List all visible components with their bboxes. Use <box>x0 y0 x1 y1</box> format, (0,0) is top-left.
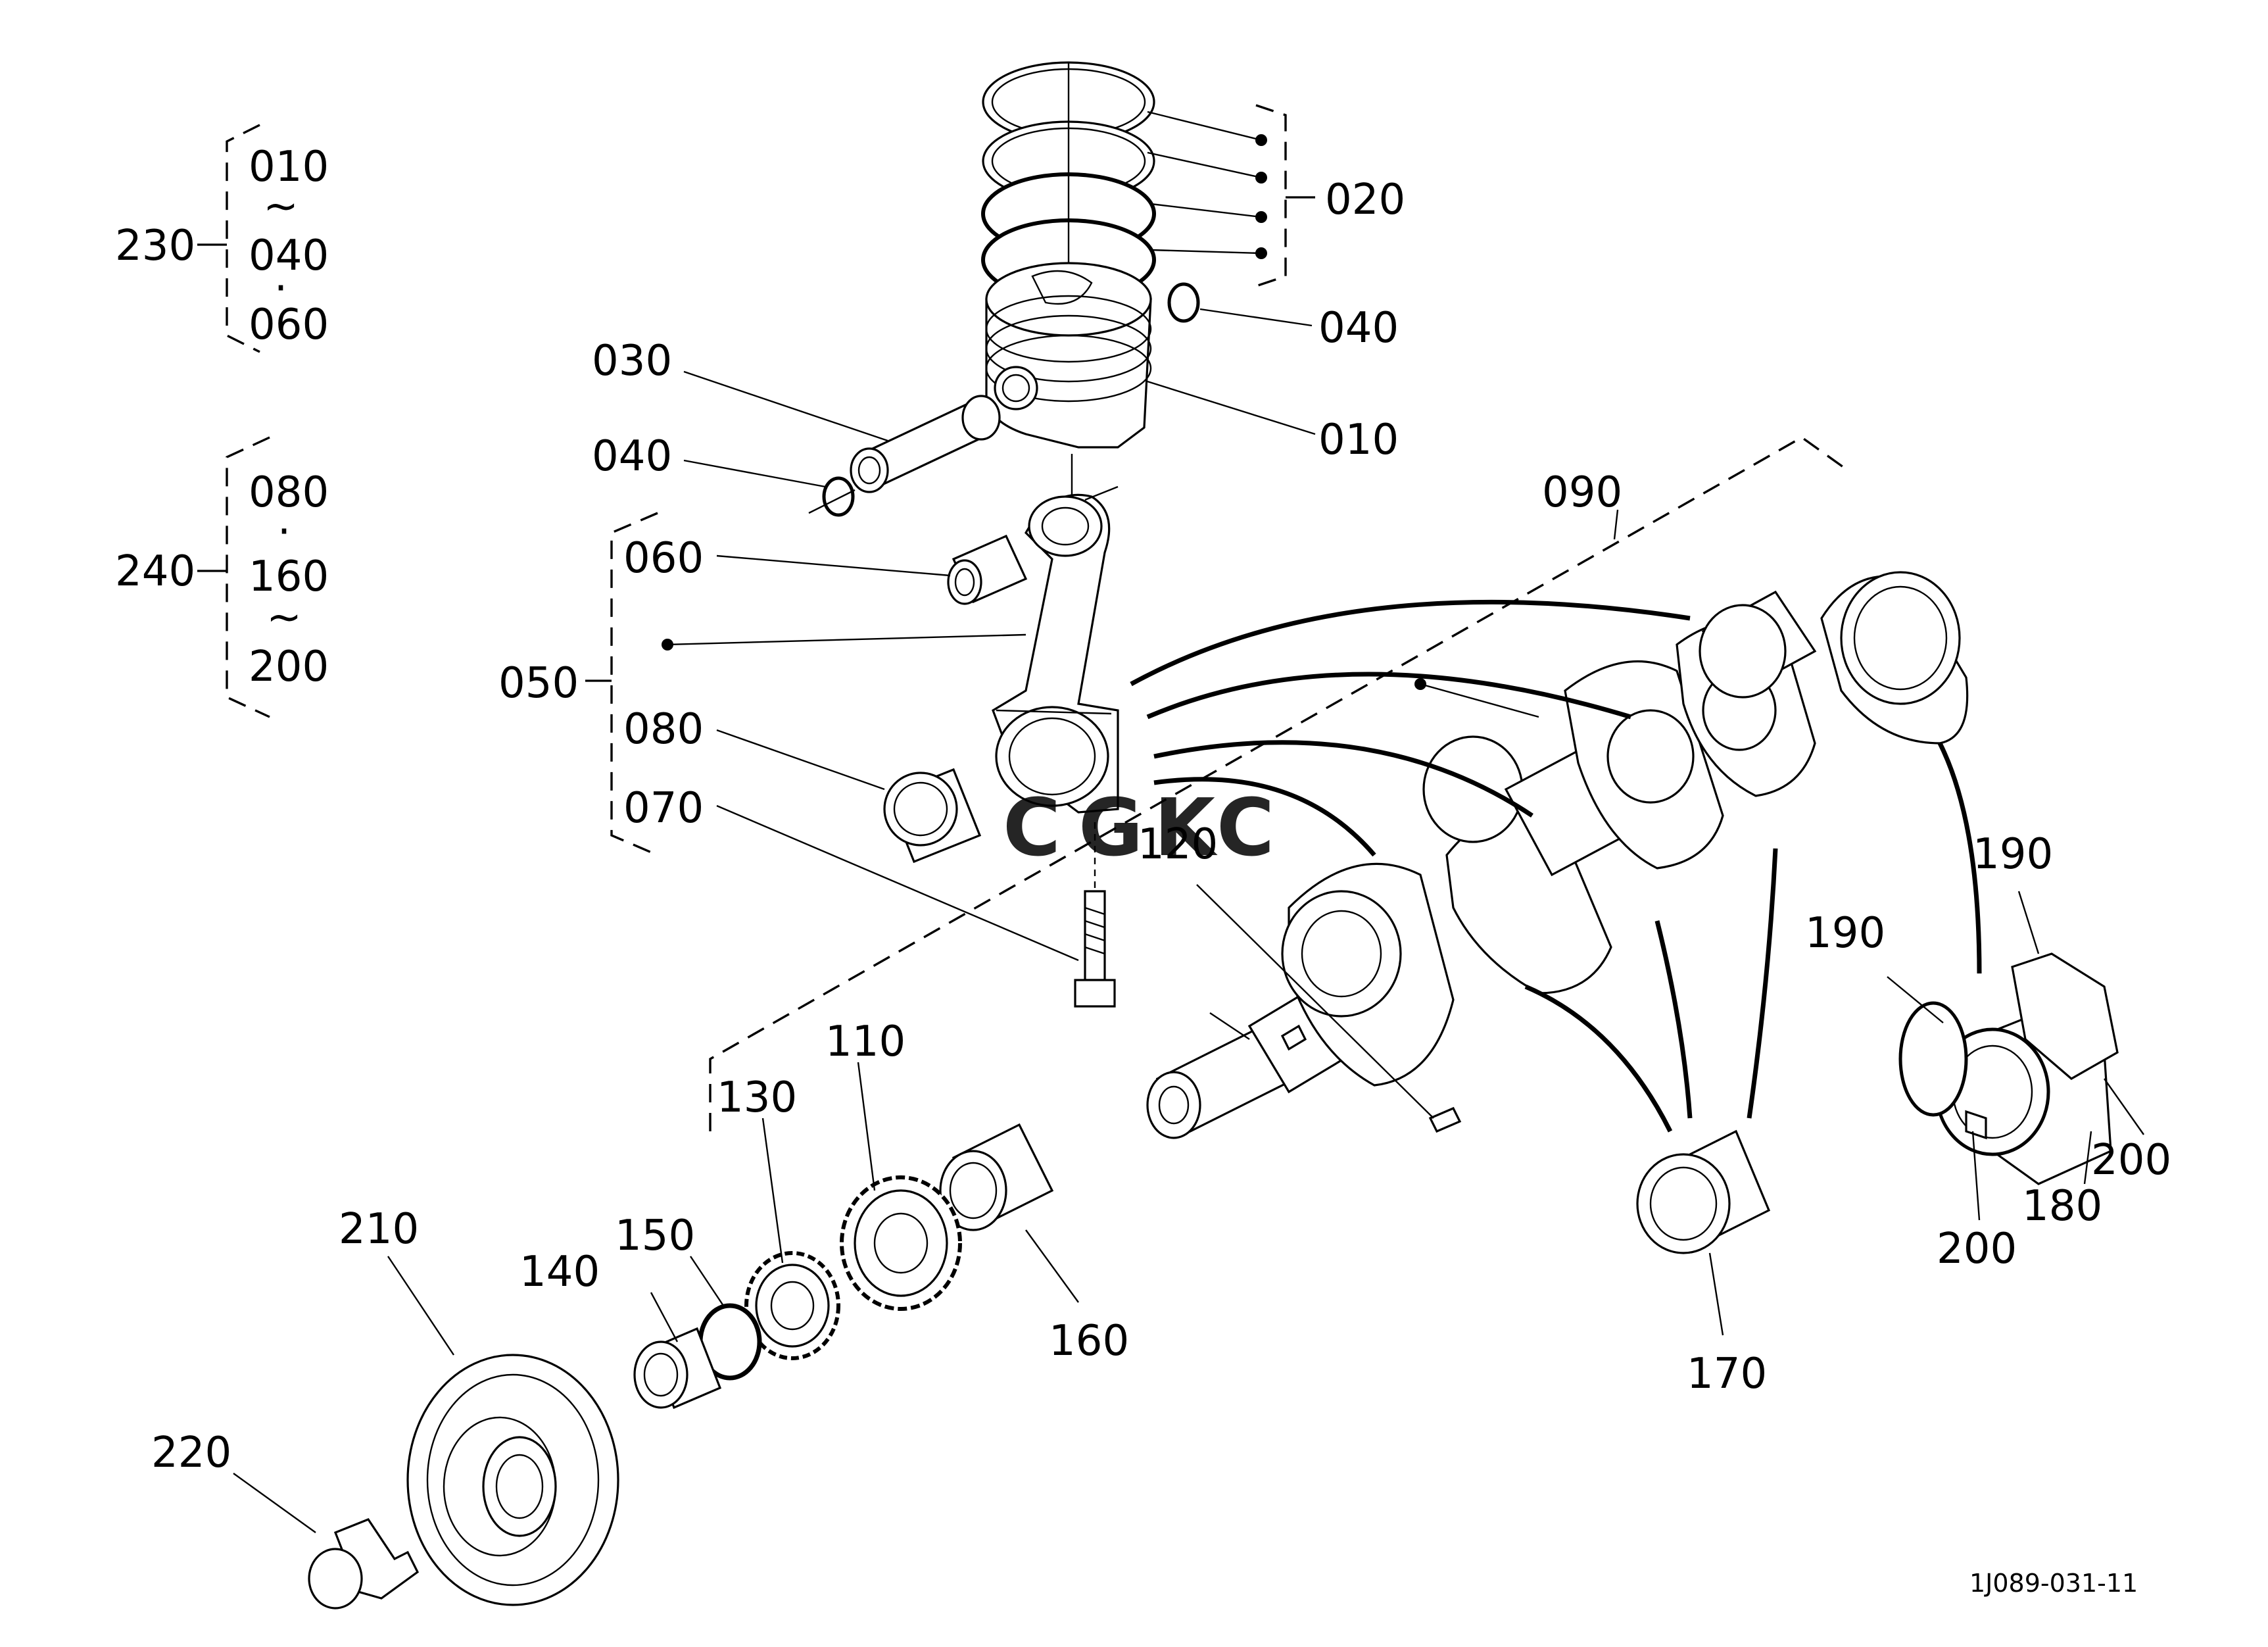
callout-120: 120 <box>1138 820 1218 869</box>
set-230-label: 230 <box>115 222 195 270</box>
set-230-from: 010 <box>249 143 329 191</box>
pulley-210 <box>406 1354 619 1606</box>
set-230-range-mark: ~ <box>263 182 299 231</box>
piston-pin <box>850 395 1001 493</box>
set-230-to: 040 <box>249 232 329 280</box>
figure-code: 1J089-031-11 <box>1969 1569 2138 1598</box>
leader-lines <box>233 308 2144 1533</box>
piston-rings <box>981 61 1156 301</box>
watermark-letter-1: C <box>1003 783 1061 874</box>
callout-020: 020 <box>1325 176 1405 224</box>
callout-070: 070 <box>623 784 704 833</box>
callout-080: 080 <box>623 705 704 754</box>
callout-200-left: 200 <box>1937 1225 2017 1273</box>
set-230-extra: 060 <box>249 301 329 349</box>
callout-190-left: 190 <box>1805 909 1885 958</box>
callout-170: 170 <box>1687 1350 1767 1398</box>
callout-190-right: 190 <box>1973 830 2053 879</box>
main-bearing-170 <box>1636 1129 1771 1254</box>
callout-140: 140 <box>519 1248 600 1296</box>
assembly-arrows <box>1130 599 1982 1133</box>
callout-200-right: 200 <box>2091 1136 2171 1185</box>
callout-220: 220 <box>151 1429 231 1477</box>
bolt-220 <box>308 1518 420 1610</box>
callout-010: 010 <box>1318 416 1399 464</box>
set-240-to: 160 <box>249 553 329 601</box>
ring-leader-lines <box>1147 104 1315 287</box>
callout-150: 150 <box>615 1212 695 1260</box>
set-240-bracket: 240 080 · 160 ~ 200 <box>115 436 329 718</box>
rod-bearing <box>883 768 982 864</box>
bushing-160 <box>939 1123 1054 1231</box>
callout-030: 030 <box>592 337 672 385</box>
callout-130: 130 <box>717 1073 797 1122</box>
bearing-case-assembly <box>1898 952 2119 1185</box>
gear-110 <box>840 1175 962 1311</box>
crankshaft <box>1146 571 1969 1139</box>
callout-060: 060 <box>623 534 704 583</box>
watermark-letter-3: K <box>1154 783 1218 874</box>
callout-numbers: 020 040 010 030 040 060 050 080 070 090 … <box>151 176 2171 1477</box>
callout-160: 160 <box>1049 1317 1129 1365</box>
crankshaft-boundary <box>709 435 1848 1131</box>
rod-bolt <box>1074 822 1116 1008</box>
gear-130 <box>744 1251 840 1360</box>
set-240-label: 240 <box>115 547 195 596</box>
circlip-right <box>1167 282 1200 323</box>
watermark-letter-4: C <box>1217 783 1274 874</box>
callout-040-right: 040 <box>1318 304 1399 353</box>
piston <box>985 262 1152 449</box>
callout-180: 180 <box>2022 1182 2102 1231</box>
set-230-join-mark: · <box>274 264 287 313</box>
callout-210: 210 <box>339 1205 419 1254</box>
collar-140 <box>633 1327 722 1410</box>
callout-090: 090 <box>1542 468 1622 517</box>
con-rod-group-bracket <box>585 512 1026 856</box>
connecting-rod <box>992 485 1119 814</box>
callout-040-left: 040 <box>592 432 672 481</box>
set-240-range-mark: ~ <box>266 593 302 642</box>
set-240-extra: 200 <box>249 643 329 691</box>
watermark-logo: C G K C <box>1003 783 1274 874</box>
callout-110: 110 <box>825 1018 905 1066</box>
set-240-from: 080 <box>249 468 329 517</box>
callout-050: 050 <box>498 659 579 708</box>
small-end-bushing <box>947 534 1028 605</box>
watermark-letter-2: G <box>1078 783 1144 874</box>
circlip-left <box>808 476 856 517</box>
set-230-bracket: 230 010 ~ 040 · 060 <box>115 124 329 353</box>
set-240-join-mark: · <box>277 508 291 556</box>
